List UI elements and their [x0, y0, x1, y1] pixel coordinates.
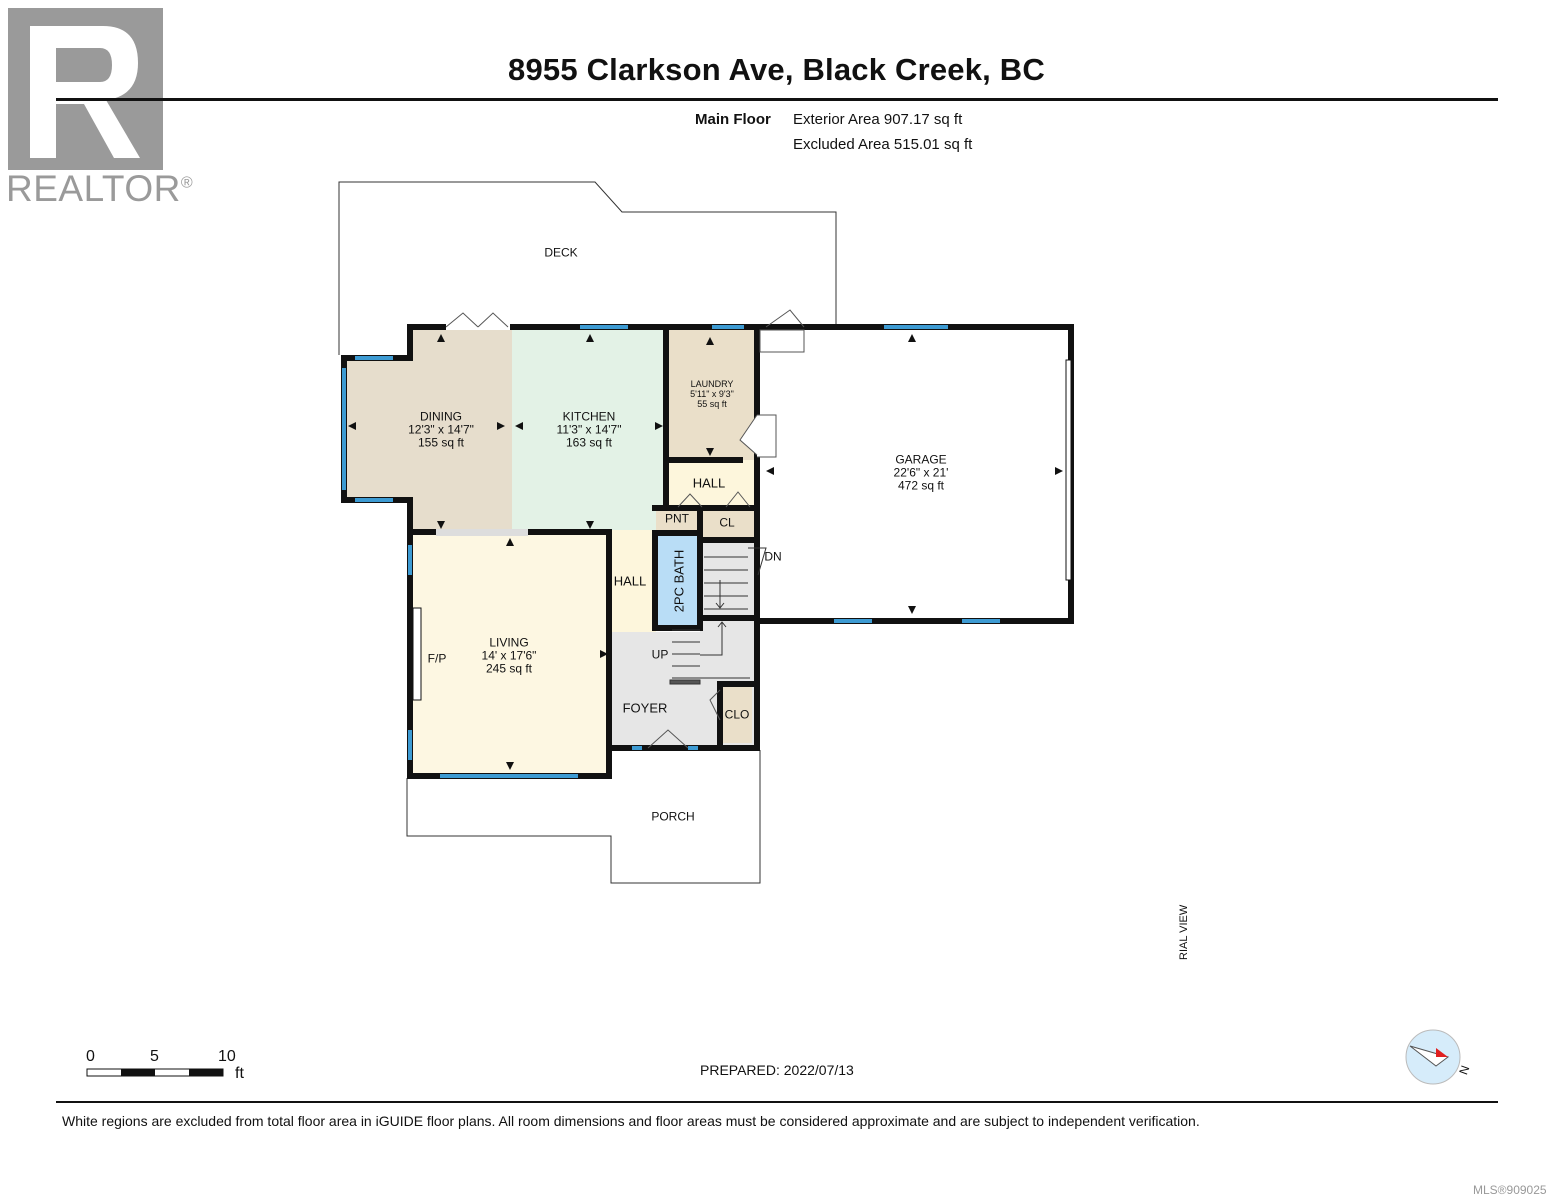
clo-wall: [717, 681, 760, 751]
stair-walls: [697, 537, 759, 621]
front-door-swing: [647, 729, 689, 749]
prepared-date: PREPARED: 2022/07/13: [700, 1062, 854, 1078]
clo-door-swing: [709, 689, 721, 721]
stairs-down-label: DN: [764, 549, 782, 564]
clo-floor: [722, 685, 752, 743]
living-walls: [407, 529, 612, 779]
porch-outline: [406, 750, 761, 884]
stairs-up-label: UP: [651, 647, 669, 662]
disclaimer-text: White regions are excluded from total fl…: [62, 1113, 1200, 1129]
foyer-label: FOYER: [622, 700, 668, 716]
closet-door-swing: [677, 491, 751, 508]
floor-name: Main Floor: [695, 111, 771, 128]
scale-bar: [86, 1068, 224, 1077]
stair-down-floor: [702, 542, 754, 616]
laundry-floor: [668, 329, 754, 460]
hall-upper-floor: [666, 460, 756, 508]
living-floor: [412, 534, 606, 774]
double-door-swing: [445, 312, 509, 328]
realtor-wordmark: REALTOR®: [6, 168, 193, 210]
compass-icon: [1405, 1029, 1461, 1085]
cl-label: CL: [719, 515, 735, 530]
pnt-label: PNT: [665, 511, 689, 526]
stairs-down: [704, 547, 767, 610]
hall-lower-label: HALL: [613, 573, 647, 589]
title-rule: [56, 98, 1498, 101]
dining-floor: [344, 327, 512, 530]
kitchen-floor: [512, 327, 666, 530]
kitchen-living-opening: [436, 529, 528, 536]
fireplace-label: F/P: [427, 651, 447, 666]
mls-number: MLS®909025: [1473, 1183, 1547, 1197]
hall-lower-floor: [608, 530, 656, 632]
registered-mark: ®: [180, 174, 194, 192]
page-title: 8955 Clarkson Ave, Black Creek, BC: [508, 52, 1045, 87]
bath-floor: [658, 536, 698, 626]
porch-label: PORCH: [651, 809, 695, 824]
fireplace: [412, 607, 422, 701]
garage-door: [1065, 359, 1072, 581]
clo-label: CLO: [724, 707, 750, 722]
realtor-text: REALTOR: [6, 168, 181, 209]
scale-tick-10: 10: [218, 1048, 236, 1065]
footer-rule: [56, 1101, 1498, 1103]
hall-upper-label: HALL: [692, 475, 726, 491]
scale-tick-5: 5: [150, 1048, 159, 1065]
realtor-logo: [8, 8, 163, 170]
excluded-area: Excluded Area 515.01 sq ft: [793, 136, 973, 153]
scale-unit: ft: [235, 1065, 244, 1082]
deck-outline: [338, 181, 837, 355]
door-swing: [765, 309, 805, 328]
garage-side-door: [759, 329, 805, 353]
exterior-area: Exterior Area 907.17 sq ft: [793, 111, 963, 128]
deck-label: DECK: [544, 245, 578, 260]
scale-tick-0: 0: [86, 1048, 95, 1065]
stairs-up: [669, 621, 750, 685]
pnt-floor: [656, 508, 698, 530]
bath-walls: [652, 530, 703, 631]
laundry-door-swing: [739, 414, 777, 458]
cl-floor: [701, 508, 755, 538]
bath-label: 2PC BATH: [671, 549, 687, 613]
aerial-view-label: RIAL VIEW: [1178, 904, 1190, 960]
